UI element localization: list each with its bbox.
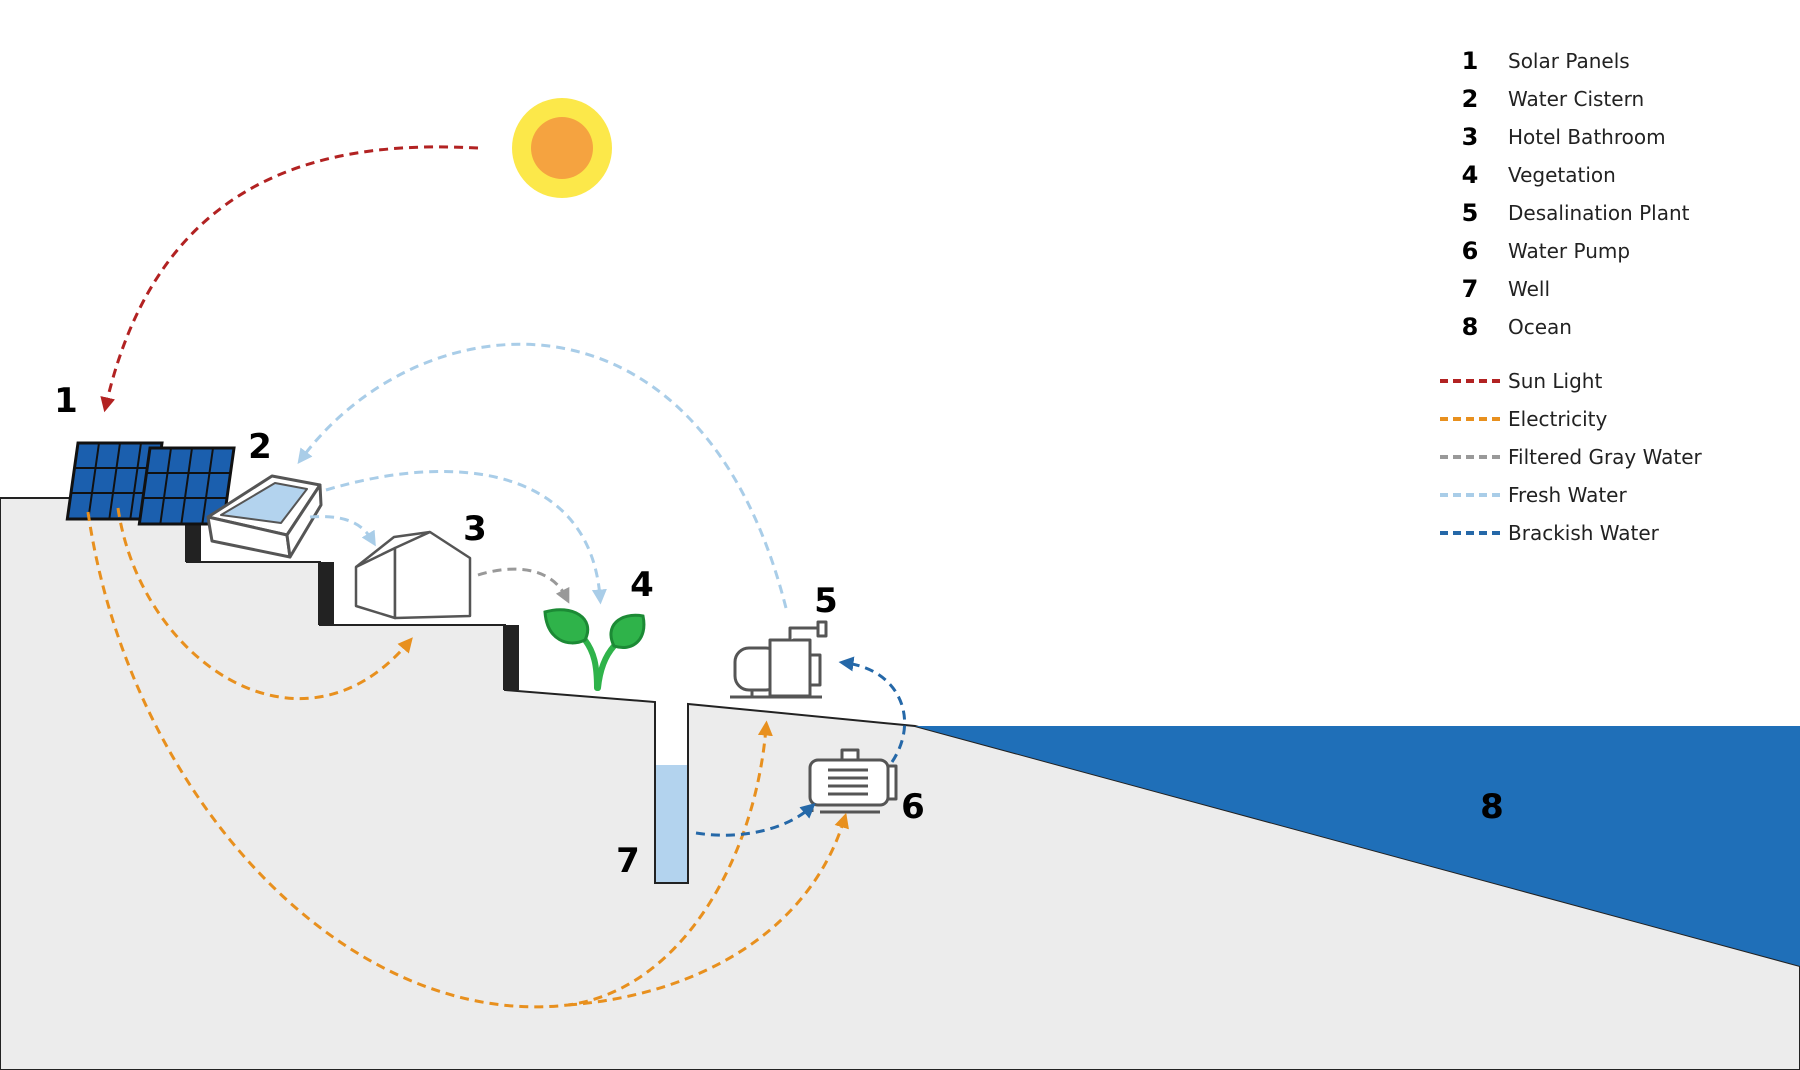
legend-label: Vegetation <box>1508 163 1616 187</box>
well <box>654 702 689 884</box>
legend-flow-brackish-water: Brackish Water <box>1440 514 1780 552</box>
brackish-water-arrow-pump <box>838 656 907 763</box>
ocean <box>915 726 1800 966</box>
legend-swatch-fresh-water <box>1440 493 1500 497</box>
legend-label: Water Cistern <box>1508 87 1645 111</box>
fresh-water-arrow-bathroom <box>309 515 376 547</box>
legend-label: Well <box>1508 277 1551 301</box>
legend-label: Ocean <box>1508 315 1572 339</box>
legend-item-well: 7 Well <box>1440 270 1780 308</box>
legend-item-hotel-bathroom: 3 Hotel Bathroom <box>1440 118 1780 156</box>
step-riser-3 <box>503 625 519 690</box>
fresh-water-arrow-cistern <box>297 342 788 609</box>
legend-item-ocean: 8 Ocean <box>1440 308 1780 346</box>
brackish-water-arrow-well <box>695 803 816 837</box>
vegetation-icon <box>543 608 646 691</box>
legend-number: 6 <box>1461 237 1479 265</box>
label-vegetation: 4 <box>630 565 654 605</box>
legend-number: 8 <box>1461 313 1479 341</box>
legend-label: Fresh Water <box>1508 483 1627 507</box>
legend-number: 3 <box>1461 123 1479 151</box>
legend-label: Solar Panels <box>1508 49 1630 73</box>
legend: 1 Solar Panels 2 Water Cistern 3 Hotel B… <box>1440 42 1780 552</box>
legend-item-desalination-plant: 5 Desalination Plant <box>1440 194 1780 232</box>
label-desalination-plant: 5 <box>814 581 838 621</box>
legend-swatch-electricity <box>1440 417 1500 421</box>
desalination-plant-icon <box>730 620 828 699</box>
legend-label: Filtered Gray Water <box>1508 445 1702 469</box>
label-ocean: 8 <box>1480 787 1504 827</box>
label-water-pump: 6 <box>901 787 925 827</box>
step-riser-2 <box>318 562 334 625</box>
legend-flow-sun-light: Sun Light <box>1440 362 1780 400</box>
legend-label: Water Pump <box>1508 239 1631 263</box>
legend-label: Electricity <box>1508 407 1608 431</box>
water-pump-icon <box>808 748 898 814</box>
legend-label: Hotel Bathroom <box>1508 125 1666 149</box>
sun-icon <box>512 98 612 198</box>
legend-flow-filtered-gray-water: Filtered Gray Water <box>1440 438 1780 476</box>
water-cistern-icon <box>206 474 323 559</box>
label-water-cistern: 2 <box>248 427 272 467</box>
legend-number: 4 <box>1461 161 1479 189</box>
legend-number: 2 <box>1461 85 1479 113</box>
label-hotel-bathroom: 3 <box>463 509 487 549</box>
legend-spacer <box>1440 346 1780 362</box>
legend-item-water-cistern: 2 Water Cistern <box>1440 80 1780 118</box>
legend-swatch-filtered-gray-water <box>1440 455 1500 459</box>
legend-item-solar-panels: 1 Solar Panels <box>1440 42 1780 80</box>
legend-swatch-sun-light <box>1440 379 1500 383</box>
legend-item-water-pump: 6 Water Pump <box>1440 232 1780 270</box>
electricity-arrow-bathroom <box>116 507 413 701</box>
legend-number: 7 <box>1461 275 1479 303</box>
legend-label: Brackish Water <box>1508 521 1659 545</box>
sunlight-arrow <box>100 145 479 413</box>
legend-swatch-brackish-water <box>1440 531 1500 535</box>
gray-water-arrow <box>477 567 570 604</box>
electricity-arrow-pump <box>567 812 849 1007</box>
legend-number: 5 <box>1461 199 1479 227</box>
legend-item-vegetation: 4 Vegetation <box>1440 156 1780 194</box>
legend-label: Sun Light <box>1508 369 1603 393</box>
label-well: 7 <box>616 841 640 881</box>
solar-panels-icon <box>65 441 236 526</box>
hotel-bathroom-icon <box>354 530 472 620</box>
label-solar-panels: 1 <box>54 381 78 421</box>
fresh-water-arrow-vegetation <box>325 469 607 605</box>
electricity-arrow-desalination <box>86 511 773 1009</box>
legend-number: 1 <box>1461 47 1479 75</box>
legend-label: Desalination Plant <box>1508 201 1690 225</box>
legend-flow-fresh-water: Fresh Water <box>1440 476 1780 514</box>
legend-flow-electricity: Electricity <box>1440 400 1780 438</box>
